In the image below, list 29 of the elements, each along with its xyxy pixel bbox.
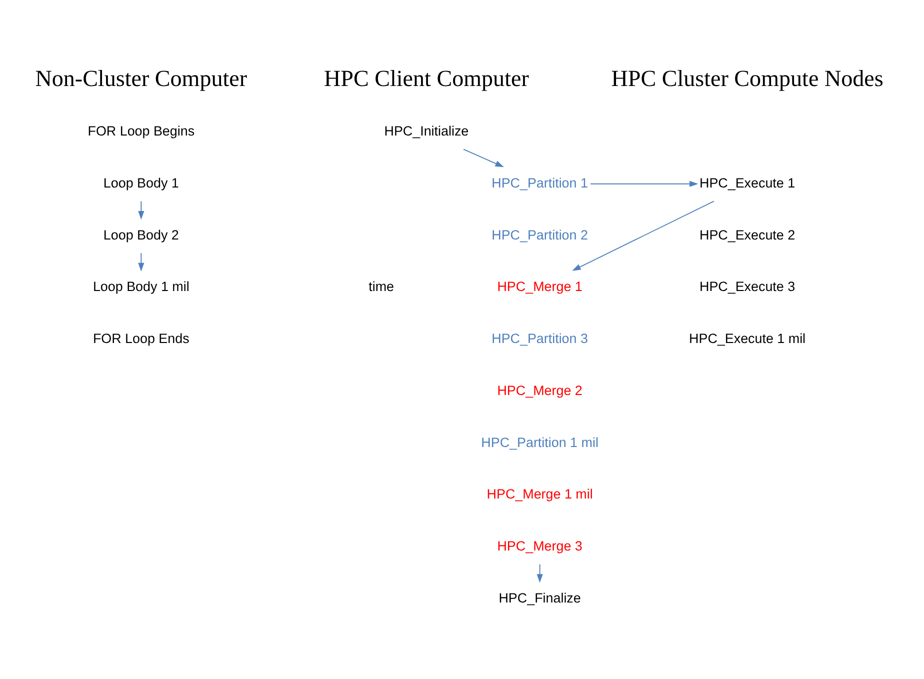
node-text: HPC_Finalize [498,590,581,606]
node-text: HPC_Initialize [384,124,469,139]
label: HPC_Partition 3 [492,331,588,346]
arrow [138,200,144,220]
arrow [572,200,714,271]
label: HPC_Partition 2 [492,227,588,242]
node-text: HPC_Merge 1 [497,279,582,294]
label: HPC_Execute 2 [700,227,796,242]
node-text: HPC_Merge 3 [497,538,582,554]
label: HPC_Partition 1 mil [481,434,598,450]
node-text: HPC_Execute 1 [700,175,796,190]
node-text: Loop Body 2 [103,227,179,242]
label: HPC_Execute 1 mil [689,331,806,346]
label: HPC Client Computer [324,65,529,92]
node-text: HPC_Partition 1 [492,175,588,190]
arrow [590,180,698,187]
label: time [368,279,394,294]
node-text: Loop Body 1 mil [92,279,190,294]
node-text: Loop Body 1 [103,175,179,190]
label: Non-Cluster Computer [35,65,248,92]
label: FOR Loop Ends [92,331,190,346]
label: HPC_Merge 2 [497,382,582,398]
arrow [536,564,543,583]
label: FOR Loop Begins [88,124,195,139]
label: HPC_Execute 3 [700,279,796,294]
arrow [463,148,504,168]
label: HPC Cluster Compute Nodes [611,65,884,92]
arrow [138,252,144,272]
label: HPC_Merge 1 mil [486,486,593,502]
